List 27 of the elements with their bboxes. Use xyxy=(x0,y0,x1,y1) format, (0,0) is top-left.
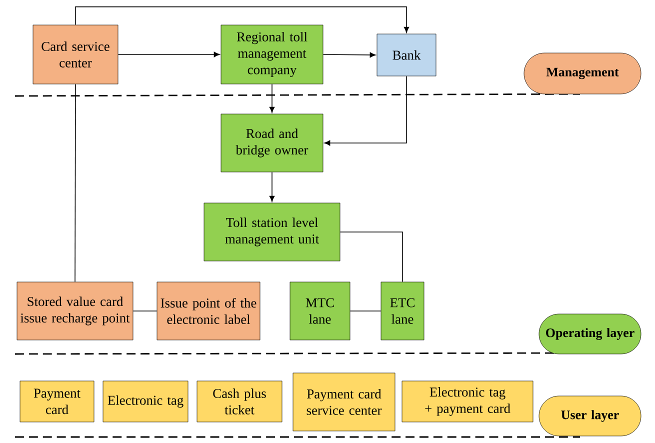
arrow xyxy=(322,52,376,58)
layer-label: Management xyxy=(524,52,642,94)
process-box: Road and bridge owner xyxy=(220,114,324,172)
process-box: Payment card xyxy=(20,380,94,422)
process-box: Payment card service center xyxy=(292,372,396,432)
connector-line xyxy=(350,310,382,312)
process-box: Card service center xyxy=(32,24,118,84)
process-box: Cash plus ticket xyxy=(196,380,282,422)
process-box: Bank xyxy=(376,34,436,76)
connector-line xyxy=(132,310,158,312)
process-box: Toll station level management unit xyxy=(204,202,340,262)
connector-line xyxy=(74,84,76,282)
arrow xyxy=(75,6,410,33)
process-box: Regional toll management company xyxy=(220,24,324,84)
layer-label: User layer xyxy=(538,396,642,436)
process-box: Stored value card issue recharge point xyxy=(16,282,134,340)
process-box: Issue point of the electronic label xyxy=(156,282,260,340)
arrow xyxy=(269,172,275,202)
process-box: MTC lane xyxy=(290,282,350,340)
arrow xyxy=(118,52,220,58)
arrow xyxy=(269,84,275,113)
process-box: Electronic tag xyxy=(102,380,188,422)
layer-label: Operating layer xyxy=(538,314,642,354)
connector-line xyxy=(340,232,403,282)
process-box: ETC lane xyxy=(380,282,424,340)
arrow xyxy=(324,76,407,146)
process-box: Electronic tag + payment card xyxy=(402,380,534,422)
